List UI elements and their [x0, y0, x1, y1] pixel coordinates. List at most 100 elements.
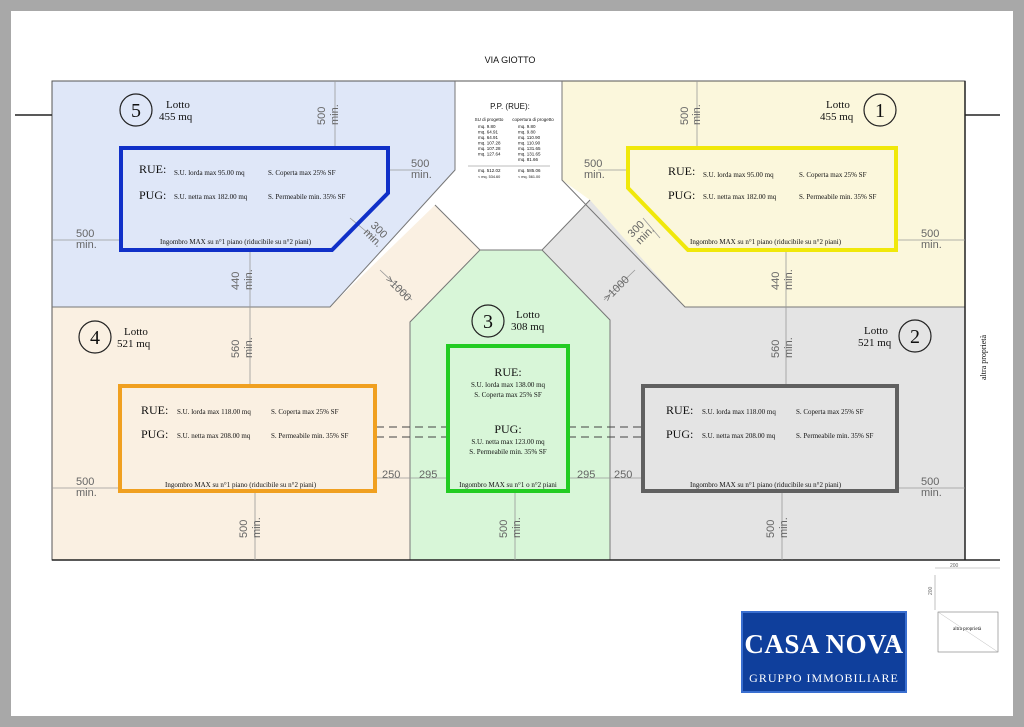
lot-4-number: 4 [90, 327, 100, 349]
dim-min-top-lot1: min. [691, 104, 703, 125]
lot-3-pug-su: S.U. netta max 123.00 mq [471, 438, 545, 446]
lot-5-footprint [119, 146, 390, 252]
lot-2-number-circle [898, 319, 932, 353]
lot-5-pug-su: S.U. netta max 182.00 mq [174, 193, 248, 201]
lot-1-number: 1 [875, 100, 885, 122]
pp-title: P.P. (RUE): [490, 102, 530, 111]
lot-1-area: 455 mq [820, 111, 854, 123]
dim-min-left-bottom: min. [76, 487, 97, 499]
lot-5-pug-label: PUG: [139, 188, 166, 202]
logo-registered-mark: ® [890, 635, 897, 645]
dim-500-bottom-lot3: 500 [498, 520, 510, 538]
lot-3-footprint-note: Ingombro MAX su n°1 o n°2 piani [459, 481, 557, 489]
lot-3-footprint [446, 344, 570, 493]
dim-min-bottom-lot4: min. [251, 517, 263, 538]
dim-500-lot1-side: 500 [584, 158, 602, 170]
pp-table: P.P. (RUE): SU di progetto copertura di … [468, 102, 554, 179]
lot-5-title: Lotto [166, 99, 190, 111]
dim-min-top-lot5: min. [329, 104, 341, 125]
dim-min-440-left: min. [243, 269, 255, 290]
pp-total1: mq. 512.02 [478, 168, 501, 173]
corner-small-label: altra proprietà [953, 627, 982, 632]
lot-4-footprint [118, 384, 377, 493]
lot-2-pug-label: PUG: [666, 427, 693, 441]
lot-3-area: 308 mq [511, 321, 545, 333]
lot-5-footprint-note: Ingombro MAX su n°1 piano (riducibile su… [160, 238, 312, 246]
lot-2-rue-su: S.U. lorda max 118.00 mq [702, 408, 776, 416]
lot-2-rue-label: RUE: [666, 403, 693, 417]
lot-1-footprint-note: Ingombro MAX su n°1 piano (riducibile su… [690, 238, 842, 246]
side-property-label: altra proprietà [979, 334, 988, 380]
lot-3-rue-cov: S. Coperta max 25% SF [474, 391, 542, 399]
lot-2-pug-perm: S. Permeabile min. 35% SF [796, 432, 873, 440]
dim-500-right-top: 500 [921, 228, 939, 240]
lot-1-pug-su: S.U. netta max 182.00 mq [703, 193, 777, 201]
lot-4-area: 521 mq [117, 338, 151, 350]
lot-4-number-circle [78, 320, 112, 354]
lot-5-rue-label: RUE: [139, 162, 166, 176]
dim-min-560-right: min. [783, 337, 795, 358]
pp-row-coverage: mq. 9.80 [518, 124, 536, 129]
lot-4-rue-label: RUE: [141, 403, 168, 417]
corner-dim-v: 200 [928, 586, 934, 595]
lot-2-footprint [641, 384, 899, 493]
lot-1-pug-perm: S. Permeabile min. 35% SF [799, 193, 876, 201]
lot-3-rue-su: S.U. lorda max 138.00 mq [471, 381, 546, 389]
lot-1-rue-su: S.U. lorda max 95.00 mq [703, 171, 774, 179]
dim-min-bottom-lot3: min. [511, 517, 523, 538]
lot-3-pug-perm: S. Permeabile min. 35% SF [469, 448, 546, 456]
dim-295-right: 295 [577, 469, 595, 481]
lot-2-title: Lotto [864, 325, 888, 337]
site-plan: 5 1 4 3 2 Lotto 455 mq Lotto 455 mq Lott… [15, 55, 1000, 653]
pp-row-coverage: mq. 110.90 [518, 135, 541, 140]
pp-total2: mq. 585.06 [518, 168, 541, 173]
lot-2-number: 2 [910, 326, 920, 348]
pp-row-su: mq. 107.28 [478, 146, 501, 151]
dim-min-bottom-lot2: min. [778, 517, 790, 538]
lot-4-rue-cov: S. Coperta max 25% SF [271, 408, 339, 416]
dim-min-lot1-side: min. [584, 169, 605, 181]
lot-4-title: Lotto [124, 326, 148, 338]
lot-4-pug-su: S.U. netta max 208.00 mq [177, 432, 251, 440]
pp-row-coverage: mq. 131.65 [518, 152, 541, 157]
casanova-logo: CASA NOVA ® GRUPPO IMMOBILIARE [741, 611, 907, 693]
dim-min-right-top: min. [921, 239, 942, 251]
dim-min-lot5-side: min. [411, 169, 432, 181]
lot-3-number: 3 [483, 311, 493, 333]
lot-5-rue-su: S.U. lorda max 95.00 mq [174, 169, 245, 177]
logo-name: CASA NOVA [744, 629, 904, 659]
dim-250-left: 250 [382, 469, 400, 481]
lot-4-pug-label: PUG: [141, 427, 168, 441]
pp-row-su: mq. 9.80 [478, 124, 496, 129]
dim-min-440-right: min. [783, 269, 795, 290]
lot-1-footprint [626, 146, 898, 252]
dim-min-left-top: min. [76, 239, 97, 251]
lot-1-pug-label: PUG: [668, 188, 695, 202]
lot-3-number-circle [471, 304, 505, 338]
corner-detail: 200 200 altra proprietà [928, 563, 1000, 653]
dim-500-left-bottom: 500 [76, 476, 94, 488]
lot-1-rue-label: RUE: [668, 164, 695, 178]
lot-2-area: 521 mq [858, 337, 892, 349]
dim-500-top-lot5: 500 [316, 107, 328, 125]
dim-min-right-bottom: min. [921, 487, 942, 499]
street-name: VIA GIOTTO [485, 55, 536, 65]
dim-440-left: 440 [230, 272, 242, 290]
lot-3-rue-label: RUE: [494, 365, 521, 379]
lot-3-area [410, 250, 610, 560]
dim-250-right: 250 [614, 469, 632, 481]
lot-2-pug-su: S.U. netta max 208.00 mq [702, 432, 776, 440]
dim-500-lot5-side: 500 [411, 158, 429, 170]
dim-500-left-top: 500 [76, 228, 94, 240]
dim-560-right: 560 [770, 340, 782, 358]
dim-500-top-lot1: 500 [679, 107, 691, 125]
dim-560-left: 560 [230, 340, 242, 358]
lot-1-title: Lotto [826, 99, 850, 111]
pp-foot2: < mq. 561.00 [518, 175, 540, 179]
lot-4-footprint-note: Ingombro MAX su n°1 piano (riducibile su… [165, 481, 317, 489]
pp-col1-header: SU di progetto [475, 117, 504, 122]
common-area [435, 81, 590, 250]
pp-col2-header: copertura di progetto [512, 117, 554, 122]
pp-row-coverage: mq. 81.66 [518, 157, 539, 162]
pp-row-coverage: mq. 110.90 [518, 141, 541, 146]
